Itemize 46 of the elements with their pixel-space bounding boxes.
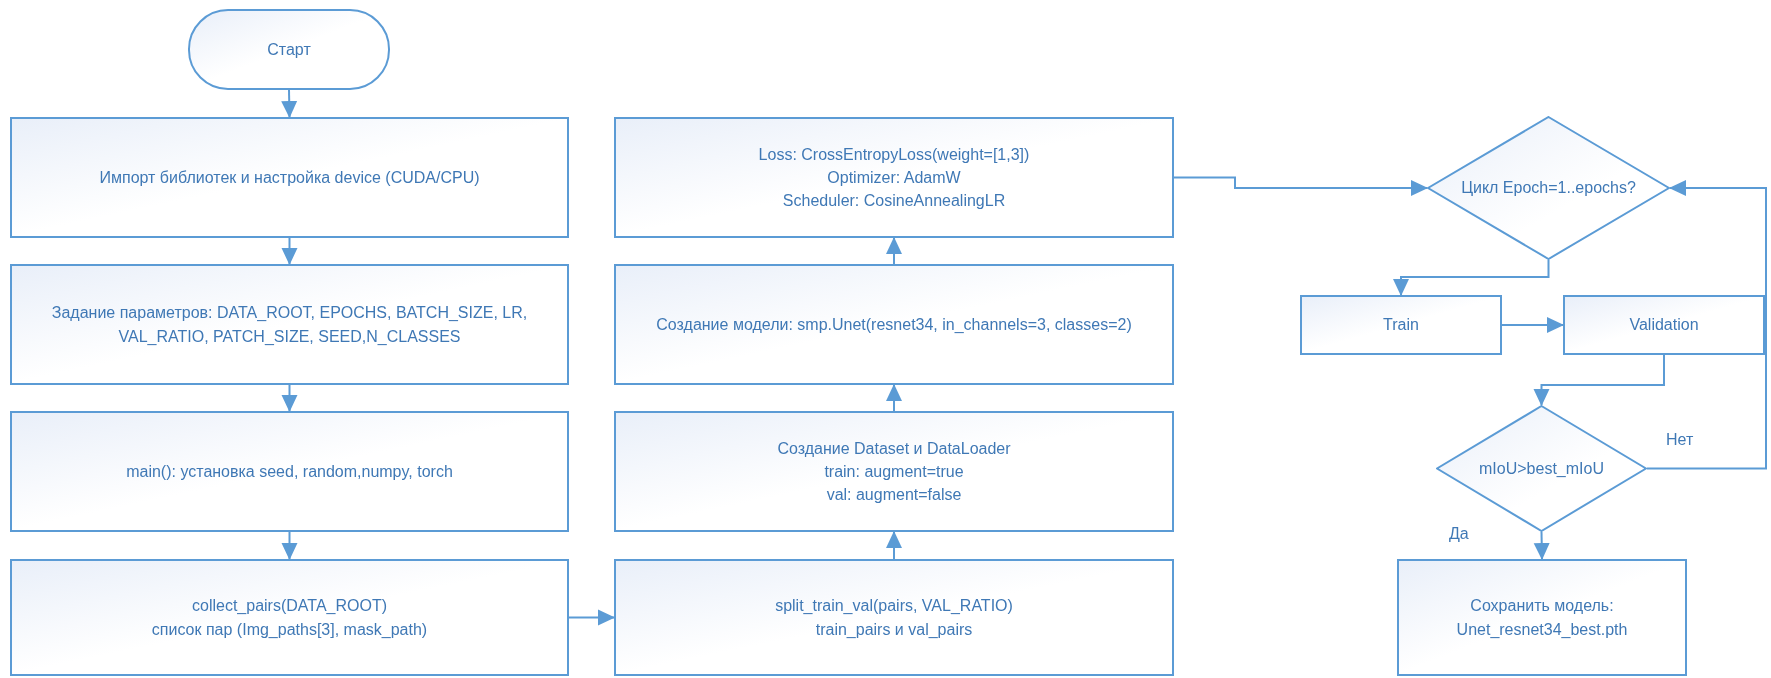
arrow bbox=[886, 384, 902, 412]
arrow bbox=[886, 237, 902, 265]
process-box bbox=[10, 264, 569, 385]
process-box bbox=[10, 411, 569, 532]
process-box bbox=[1300, 295, 1502, 355]
node-text: Задание параметров: DATA_ROOT, EPOCHS, BATCH_SIZE, LR, VAL_RATIO, PATCH_SIZE, SEED,N_CLASSES bbox=[50, 303, 529, 347]
node-text: Старт bbox=[267, 39, 311, 60]
node-text: список пар (Img_paths[3], mask_path) bbox=[151, 619, 428, 640]
node-text: Импорт библиотек и настройка device (CUDA/CPU) bbox=[99, 167, 480, 188]
node-text: Loss: CrossEntropyLoss(weight=[1,3]) bbox=[758, 144, 1030, 165]
node-text: Validation bbox=[1629, 315, 1699, 336]
process-box bbox=[614, 559, 1174, 676]
node-text: Train bbox=[1383, 315, 1419, 336]
node-text: Сохранить модель: Unet_resnet34_best.pth bbox=[1455, 596, 1629, 640]
node-text: main(): установка seed, random,numpy, torch bbox=[126, 461, 453, 482]
node-text: val: augment=false bbox=[826, 485, 962, 506]
arrow bbox=[568, 609, 615, 626]
arrow bbox=[281, 89, 298, 118]
arrow bbox=[281, 237, 298, 265]
arrow bbox=[1173, 176, 1428, 196]
process-box bbox=[10, 117, 569, 238]
arrow bbox=[1501, 317, 1564, 333]
process-box bbox=[614, 117, 1174, 238]
process-box bbox=[1563, 295, 1765, 355]
arrow bbox=[281, 384, 298, 412]
arrow bbox=[1646, 180, 1767, 470]
process-box bbox=[10, 559, 569, 676]
decision-diamond bbox=[1427, 116, 1670, 260]
node-text: Создание Dataset и DataLoader bbox=[777, 438, 1011, 459]
node-text: Создание модели: smp.Unet(resnet34, in_channels=3, classes=2) bbox=[656, 314, 1132, 335]
node-text: split_train_val(pairs, VAL_RATIO) bbox=[775, 596, 1013, 617]
arrow bbox=[886, 531, 902, 560]
node-text: Цикл Epoch=1..epochs? bbox=[1461, 178, 1636, 199]
node-text: Scheduler: CosineAnnealingLR bbox=[782, 191, 1006, 212]
node-text: train_pairs и val_pairs bbox=[815, 619, 973, 640]
node-text: train: augment=true bbox=[824, 461, 964, 482]
process-box bbox=[614, 264, 1174, 385]
node-text: Optimizer: AdamW bbox=[827, 167, 961, 188]
arrow bbox=[1393, 259, 1550, 296]
node-text: mIoU>best_mIoU bbox=[1479, 458, 1604, 479]
arrow bbox=[1533, 354, 1665, 406]
process-box bbox=[1397, 559, 1687, 676]
process-box bbox=[614, 411, 1174, 532]
arrow bbox=[281, 531, 298, 560]
node-text: collect_pairs(DATA_ROOT) bbox=[192, 596, 387, 617]
arrow bbox=[1533, 531, 1550, 560]
